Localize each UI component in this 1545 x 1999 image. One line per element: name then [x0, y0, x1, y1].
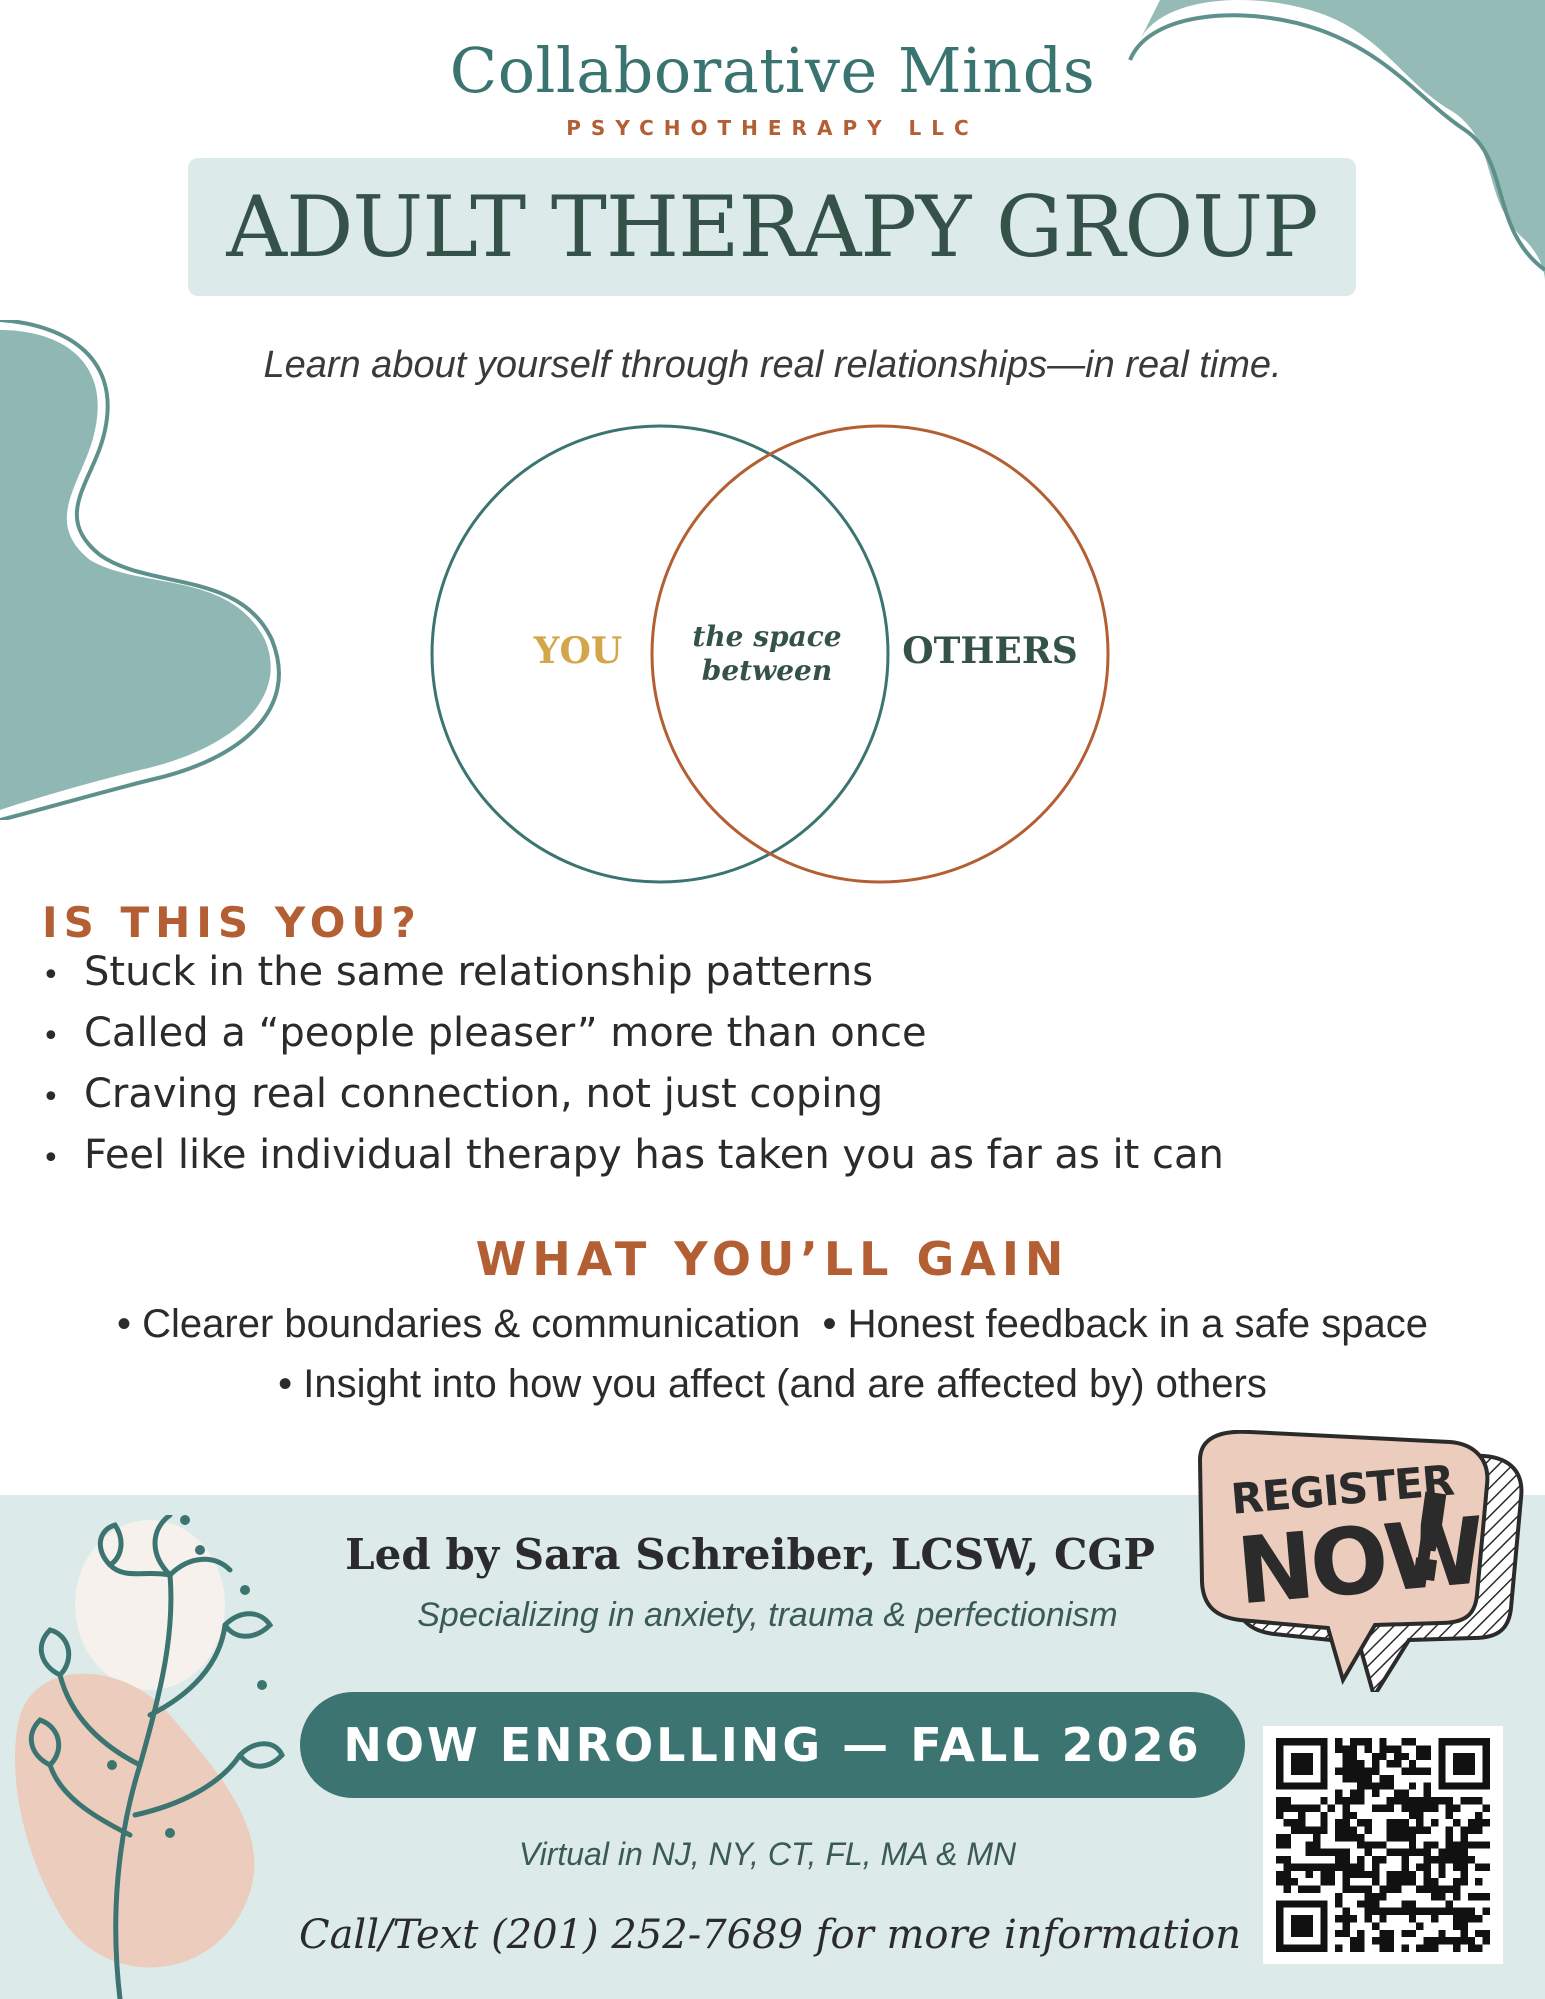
leader-specialty: Specializing in anxiety, trauma & perfec…	[417, 1596, 1118, 1634]
venn-circle-others	[650, 424, 1110, 884]
is-this-you-heading: IS THIS YOU?	[42, 898, 422, 947]
virtual-states: Virtual in NJ, NY, CT, FL, MA & MN	[518, 1836, 1017, 1872]
list-item: • Called a “people pleaser” more than onc…	[42, 1003, 1224, 1064]
venn-circle-you	[430, 424, 890, 884]
gain-line-1: • Clearer boundaries & communication • H…	[117, 1302, 1428, 1346]
page-title: ADULT THERAPY GROUP	[226, 178, 1318, 276]
speech-bubble-icon[interactable]	[1185, 1430, 1525, 1692]
tagline: Learn about yourself through real relati…	[263, 344, 1282, 386]
list-item: • Craving real connection, not just copin…	[42, 1064, 1224, 1125]
bullet-glyph: •	[42, 1080, 60, 1115]
title-banner	[188, 158, 1356, 296]
bullet-glyph: •	[42, 1141, 60, 1176]
list-item: • Feel like individual therapy has taken …	[42, 1125, 1224, 1186]
venn-label-between-line2: between	[701, 654, 833, 687]
venn-label-between: the space between	[680, 620, 854, 688]
is-this-you-list: • Stuck in the same relationship patterns…	[42, 942, 1224, 1186]
venn-label-you: YOU	[533, 630, 623, 672]
bullet-glyph: •	[42, 1019, 60, 1054]
venn-label-others: OTHERS	[902, 630, 1078, 672]
qr-code-icon[interactable]	[1276, 1738, 1490, 1952]
brand-name: Collaborative Minds	[449, 34, 1096, 107]
top-right-blob	[1128, 0, 1545, 280]
list-item-text: Feel like individual therapy has taken y…	[84, 1132, 1224, 1178]
list-item: • Stuck in the same relationship patterns	[42, 942, 1224, 1003]
left-blob	[0, 320, 281, 820]
now-enrolling-banner: NOW ENROLLING — FALL 2026	[300, 1692, 1245, 1798]
what-youll-gain-heading: WHAT YOU’LL GAIN	[475, 1232, 1070, 1286]
venn-diagram	[430, 424, 1110, 884]
list-item-text: Craving real connection, not just coping	[84, 1071, 884, 1117]
gain-line-2: • Insight into how you affect (and are a…	[278, 1362, 1267, 1406]
venn-label-between-line1: the space	[692, 620, 842, 653]
brand-subtitle: PSYCHOTHERAPY LLC	[566, 116, 979, 140]
leader-name: Led by Sara Schreiber, LCSW, CGP	[345, 1530, 1155, 1579]
list-item-text: Called a “people pleaser” more than once	[84, 1010, 927, 1056]
contact-info: Call/Text (201) 252-7689 for more inform…	[298, 1912, 1242, 1958]
list-item-text: Stuck in the same relationship patterns	[84, 949, 874, 995]
leaf-branch-icon	[14, 1515, 285, 1999]
bullet-glyph: •	[42, 958, 60, 993]
